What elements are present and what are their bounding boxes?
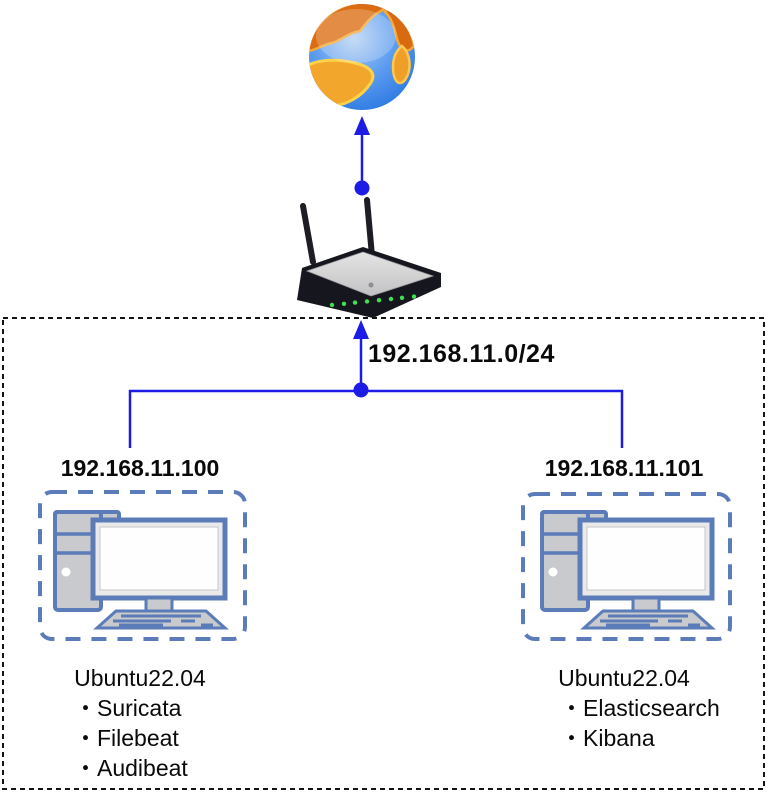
router-led-strip xyxy=(329,294,417,308)
wireless-router-icon xyxy=(297,197,441,318)
host1-software-item: ・Audibeat xyxy=(74,755,188,781)
lan-uplink-arrow xyxy=(353,320,369,398)
host1-software-item: ・Suricata xyxy=(74,695,182,721)
host1-ip-label: 192.168.11.100 xyxy=(60,455,220,481)
host2-os-label: Ubuntu22.04 xyxy=(558,665,690,691)
host1-software-item: ・Filebeat xyxy=(74,725,179,751)
host1-dashed-box xyxy=(38,490,247,641)
host1-details: Ubuntu22.04 ・Suricata ・Filebeat ・Audibea… xyxy=(30,663,250,783)
lan-boundary-box xyxy=(2,317,765,790)
host1-os-label: Ubuntu22.04 xyxy=(74,665,206,691)
internet-uplink-arrow xyxy=(354,116,370,196)
host2-pc-icon xyxy=(542,512,712,628)
host2-software-item: ・Kibana xyxy=(560,725,655,751)
host2-ip-label: 192.168.11.101 xyxy=(544,455,704,481)
globe-icon xyxy=(309,4,415,110)
host1-pc-icon xyxy=(55,512,225,628)
host2-details: Ubuntu22.04 ・Elasticsearch ・Kibana xyxy=(514,663,734,753)
network-cidr-label: 192.168.11.0/24 xyxy=(368,340,555,368)
host2-software-item: ・Elasticsearch xyxy=(560,695,720,721)
lan-branch-line xyxy=(128,389,624,448)
host2-dashed-box xyxy=(521,492,732,641)
